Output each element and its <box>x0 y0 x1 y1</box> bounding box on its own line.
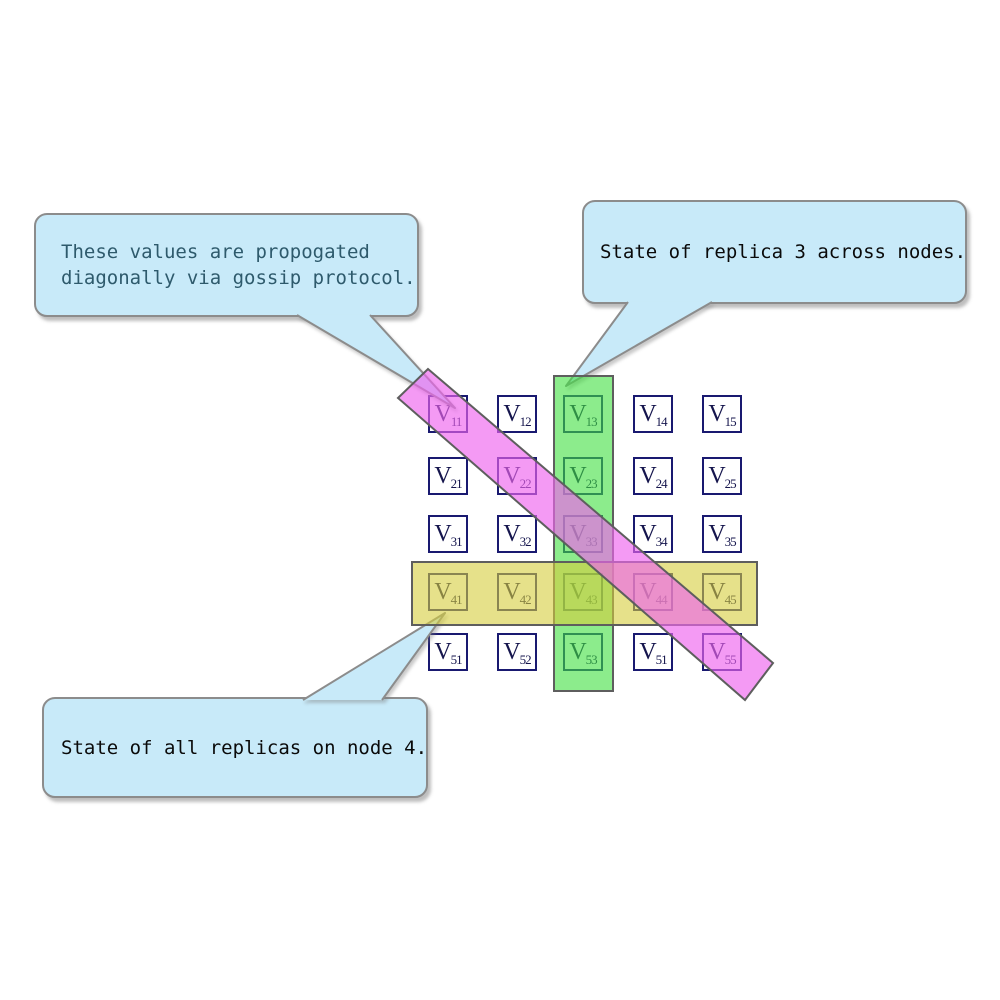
cell-value-base: V <box>569 521 587 547</box>
cell-value-subscript: 14 <box>655 413 668 429</box>
cell-value-base: V <box>569 401 587 427</box>
callout-replica-3-text: State of replica 3 across nodes. <box>600 241 967 263</box>
cell-value-subscript: 21 <box>450 475 463 491</box>
cell-value-base: V <box>639 639 657 665</box>
cell-value-subscript: 31 <box>450 533 463 549</box>
cell-value-subscript: 52 <box>519 651 532 667</box>
cell-value-base: V <box>639 579 657 605</box>
cell-value-base: V <box>639 521 657 547</box>
cell-value-base: V <box>503 639 521 665</box>
cell-value-subscript: 22 <box>519 475 532 491</box>
cell-value-base: V <box>569 639 587 665</box>
cell-value-base: V <box>708 401 726 427</box>
cell-value-base: V <box>434 401 452 427</box>
cell-value-subscript: 44 <box>655 591 668 607</box>
cell-value-subscript: 45 <box>724 591 737 607</box>
cell-value-subscript: 53 <box>585 651 598 667</box>
cell-value-subscript: 15 <box>724 413 737 429</box>
cell-value-subscript: 51 <box>450 651 463 667</box>
cell-value-subscript: 42 <box>519 591 532 607</box>
cell-value-subscript: 23 <box>585 475 598 491</box>
cell-value-base: V <box>503 401 521 427</box>
cell-value-base: V <box>708 579 726 605</box>
callout-gossip-protocol: These values are propogated diagonally v… <box>34 213 419 317</box>
cell-value-subscript: 33 <box>585 533 598 549</box>
callout-replica-3: State of replica 3 across nodes. <box>582 200 967 304</box>
cell-value-subscript: 41 <box>450 591 463 607</box>
callout-gossip-line-1: These values are propogated <box>61 241 370 263</box>
cell-value-subscript: 11 <box>450 413 462 429</box>
cell-value-base: V <box>434 521 452 547</box>
cell-value-subscript: 24 <box>655 475 668 491</box>
cell-value-base: V <box>434 579 452 605</box>
cell-value-base: V <box>639 463 657 489</box>
cell-value-subscript: 34 <box>655 533 668 549</box>
cell-value-base: V <box>569 463 587 489</box>
cell-value-subscript: 35 <box>724 533 737 549</box>
callout-node-4: State of all replicas on node 4. <box>42 697 428 798</box>
cell-value-base: V <box>434 463 452 489</box>
cell-value-subscript: 32 <box>519 533 532 549</box>
cell-value-base: V <box>569 579 587 605</box>
callout-gossip-line-2: diagonally via gossip protocol. <box>61 267 416 289</box>
cell-value-subscript: 12 <box>519 413 532 429</box>
cell-value-subscript: 25 <box>724 475 737 491</box>
cell-value-base: V <box>503 579 521 605</box>
cell-value-subscript: 13 <box>585 413 598 429</box>
callout-node-4-text: State of all replicas on node 4. <box>61 736 428 759</box>
cell-value-base: V <box>708 463 726 489</box>
cell-value-base: V <box>708 521 726 547</box>
cell-value-base: V <box>434 639 452 665</box>
cell-value-base: V <box>503 463 521 489</box>
cell-value-subscript: 55 <box>724 651 737 667</box>
cell-value-base: V <box>639 401 657 427</box>
cell-value-subscript: 43 <box>585 591 598 607</box>
cell-value-base: V <box>503 521 521 547</box>
cell-value-base: V <box>708 639 726 665</box>
cell-value-subscript: 51 <box>655 651 668 667</box>
